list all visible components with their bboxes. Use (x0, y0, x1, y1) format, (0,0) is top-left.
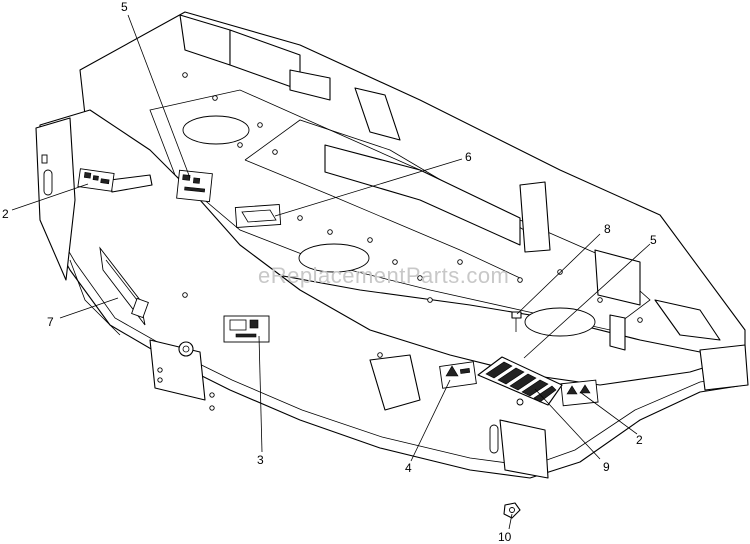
callout-2-left: 2 (2, 207, 9, 221)
bolt (511, 311, 522, 332)
step-pad (477, 356, 563, 406)
warning-decal-upper (176, 169, 213, 203)
leader-lines (11, 14, 651, 530)
callout-8: 8 (604, 222, 611, 236)
callout-2-right: 2 (636, 433, 643, 447)
callout-4: 4 (405, 461, 412, 475)
warning-decal-left (77, 168, 115, 192)
callout-6: 6 (465, 150, 472, 164)
callout-7: 7 (47, 315, 54, 329)
mower-deck (35, 11, 749, 479)
top-mounting-holes (182, 72, 643, 358)
belt-routing-decal (234, 204, 282, 228)
callout-5-right: 5 (650, 233, 657, 247)
warning-decal-right (560, 379, 599, 407)
brand-decal-side (99, 246, 149, 326)
instruction-decal-front (223, 315, 270, 343)
callout-5-upper: 5 (121, 0, 128, 14)
callout-9: 9 (603, 460, 610, 474)
decals (77, 168, 599, 519)
callout-10: 10 (498, 530, 512, 544)
callouts: 5 6 2 8 5 7 3 4 9 2 10 (2, 0, 657, 544)
nut (503, 502, 521, 519)
callout-3: 3 (257, 453, 264, 467)
warning-decal-front (439, 361, 477, 389)
watermark-text: eReplacementParts.com (258, 263, 509, 288)
